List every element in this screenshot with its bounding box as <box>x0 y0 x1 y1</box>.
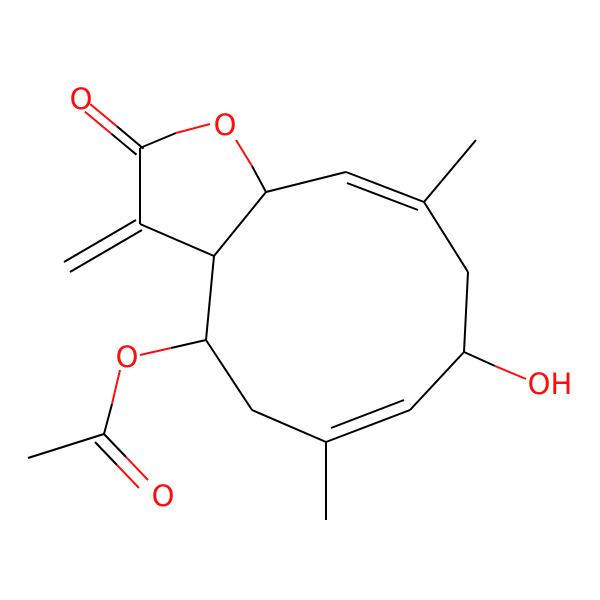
bond-hydroxyl <box>463 351 527 380</box>
bond-ch2-to-choac <box>205 339 253 411</box>
bond-ch2-to-choh <box>463 271 469 353</box>
bond-ch-to-alkene <box>265 171 347 193</box>
atom-label-acetyl-oxygen: O <box>152 479 175 513</box>
bond-top-alkene <box>345 171 425 211</box>
bond-ring-fusion <box>213 191 267 257</box>
bond-bottom-alkene-to-ch2 <box>251 409 327 443</box>
bond-choac-to-junction <box>205 255 215 341</box>
bond-carbonyl-ring-oxygen <box>139 123 211 149</box>
bond-choh-to-alkene <box>409 351 465 411</box>
bond-bottom-alkene <box>325 399 411 443</box>
atom-label-ring-oxygen: O <box>214 108 237 142</box>
bond-methylene-carbon-junction <box>139 223 215 257</box>
bond-top-methyl <box>423 139 477 203</box>
atom-label-hydroxyl: OH <box>528 367 573 401</box>
bond-acetyl-methyl <box>27 433 105 459</box>
bond-exocyclic-methylene <box>63 219 143 273</box>
bond-ester-oxygen <box>139 339 207 356</box>
atom-label-carbonyl-oxygen: O <box>70 82 93 116</box>
atom-label-ester-oxygen: O <box>116 340 139 374</box>
bond-ring-oxygen-ch <box>235 139 267 193</box>
bond-alkene-to-ch2 <box>423 201 469 273</box>
bond-ester-oxygen-to-acyl <box>103 369 121 435</box>
bond-lactone-carbonyl <box>84 103 145 156</box>
bond-acetyl-carbonyl <box>94 433 149 489</box>
